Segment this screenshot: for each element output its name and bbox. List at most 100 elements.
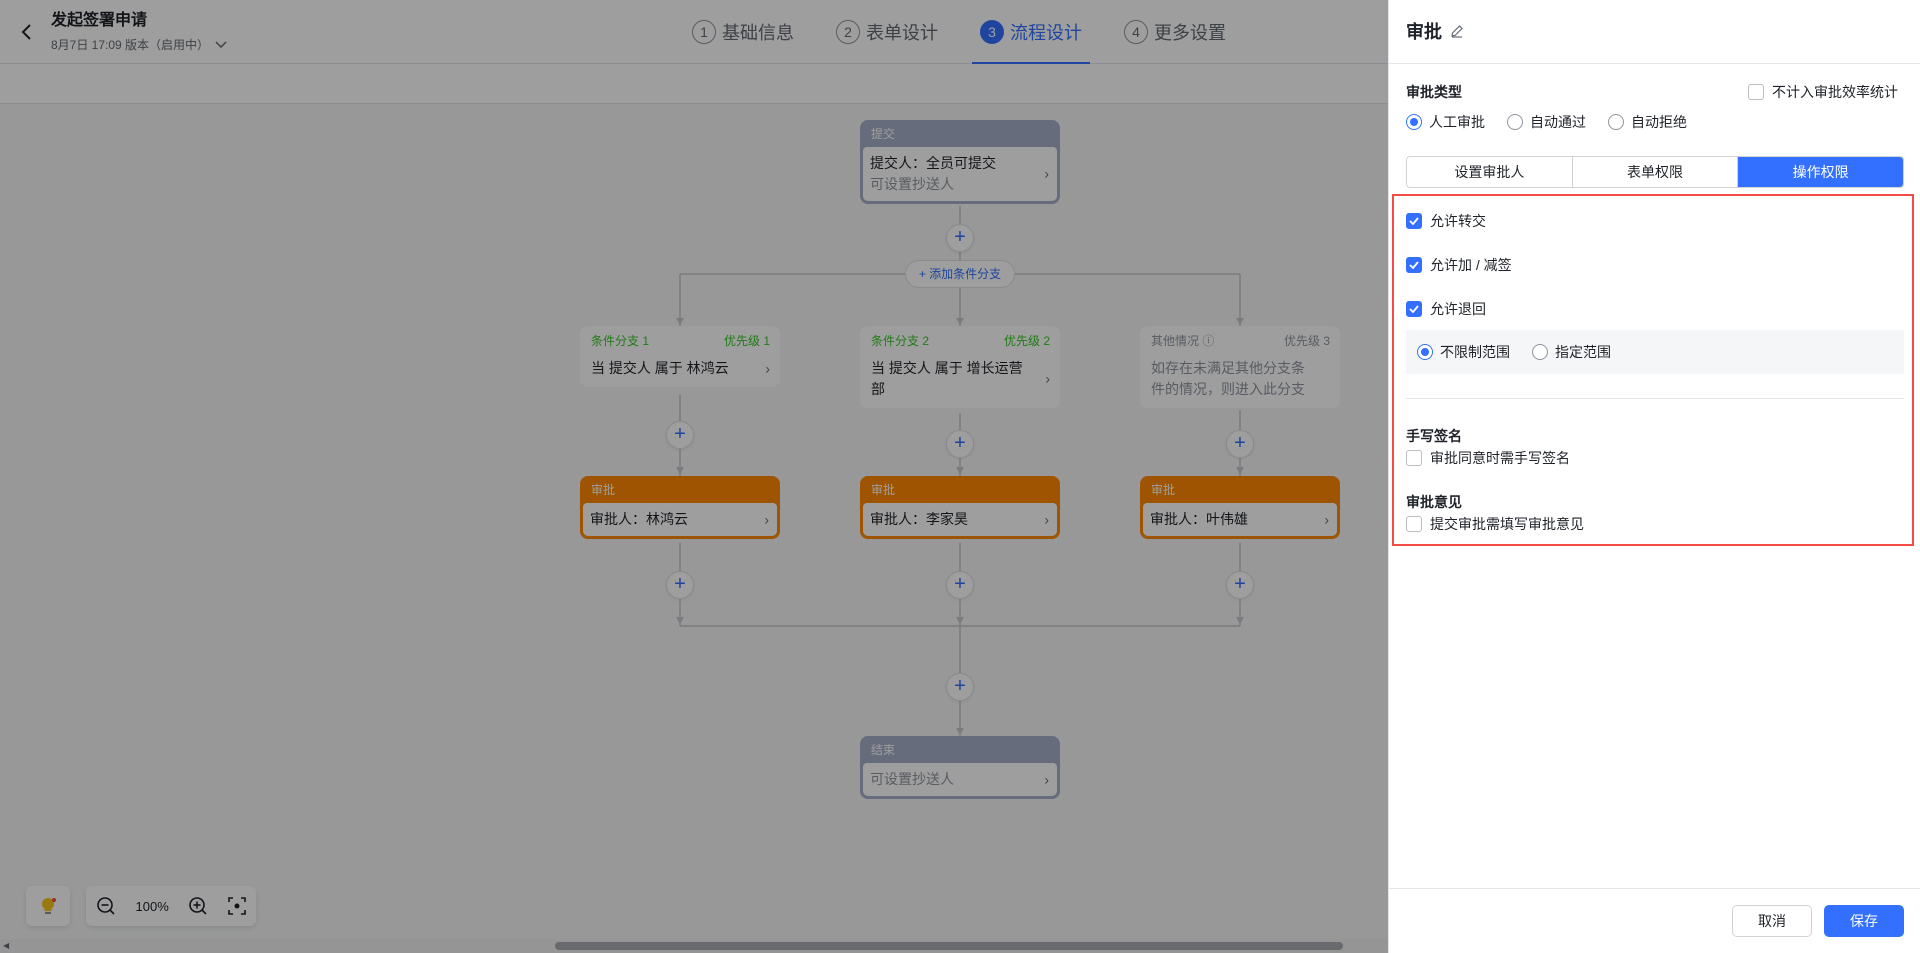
radio-unlimited-range[interactable]: 不限制范围 <box>1417 342 1510 362</box>
add-node-button[interactable]: + <box>946 571 974 599</box>
condition-body: 当 提交人 属于 增长运营部› <box>860 350 1060 408</box>
back-button[interactable] <box>14 18 38 46</box>
radio-button[interactable] <box>1417 344 1433 360</box>
zoom-level: 100% <box>135 898 169 914</box>
allow-add-sign-label: 允许加 / 减签 <box>1430 257 1512 273</box>
branch-name: 其他情况 ⓘ <box>1151 332 1214 350</box>
radio-specified-range[interactable]: 指定范围 <box>1532 342 1611 362</box>
chevron-right-icon: › <box>1044 771 1049 787</box>
end-node[interactable]: 结束 可设置抄送人 › <box>860 736 1060 799</box>
approval-header: 审批 <box>591 483 616 497</box>
allow-return-checkbox[interactable]: 允许退回 <box>1406 299 1486 319</box>
allow-return-label: 允许退回 <box>1430 301 1486 317</box>
approval-type-label: 审批类型 <box>1406 84 1462 100</box>
zoom-controls: 100% <box>86 886 256 926</box>
scroll-left-arrow-icon[interactable]: ◀ <box>3 941 10 950</box>
exclude-stats-checkbox[interactable]: 不计入审批效率统计 <box>1748 82 1898 102</box>
fit-screen-icon <box>228 897 246 915</box>
step-label: 基础信息 <box>722 23 794 43</box>
fit-screen-button[interactable] <box>228 897 246 915</box>
exclude-stats-label: 不计入审批效率统计 <box>1772 84 1898 100</box>
branch-name-text: 其他情况 <box>1151 334 1200 348</box>
chevron-down-icon <box>215 40 227 48</box>
radio-auto-reject[interactable]: 自动拒绝 <box>1608 112 1687 132</box>
approval-node-3[interactable]: 审批 审批人：叶伟雄› <box>1140 476 1340 539</box>
end-node-header: 结束 <box>871 743 896 757</box>
approval-node-2[interactable]: 审批 审批人：李家昊› <box>860 476 1060 539</box>
horizontal-scrollbar[interactable]: ◀ <box>0 939 1388 953</box>
radio-auto-pass[interactable]: 自动通过 <box>1507 112 1586 132</box>
chevron-right-icon: › <box>764 511 769 527</box>
tips-button[interactable] <box>26 886 70 926</box>
add-node-button[interactable]: + <box>1226 430 1254 458</box>
modal-overlay[interactable] <box>0 0 1388 953</box>
branch-priority: 优先级 3 <box>1283 334 1330 348</box>
condition-text: 当 提交人 属于 林鸿云 <box>591 360 729 376</box>
radio-button[interactable] <box>1532 344 1548 360</box>
radio-button[interactable] <box>1406 114 1422 130</box>
step-number: 4 <box>1124 20 1148 44</box>
add-node-button[interactable]: + <box>946 430 974 458</box>
radio-button[interactable] <box>1608 114 1624 130</box>
add-node-button[interactable]: + <box>666 571 694 599</box>
opinion-checkbox[interactable]: 提交审批需填写审批意见 <box>1406 514 1584 534</box>
tab-set-approver[interactable]: 设置审批人 <box>1407 157 1573 187</box>
zoom-out-button[interactable] <box>96 896 116 916</box>
approval-node-1[interactable]: 审批 审批人：林鸿云› <box>580 476 780 539</box>
check-icon <box>1409 261 1419 269</box>
signature-option-label: 审批同意时需手写签名 <box>1430 450 1570 466</box>
condition-body: 当 提交人 属于 林鸿云› <box>580 350 780 387</box>
allow-add-sign-checkbox[interactable]: 允许加 / 减签 <box>1406 255 1512 275</box>
radio-manual[interactable]: 人工审批 <box>1406 112 1485 132</box>
branch-name: 条件分支 1 <box>591 334 650 348</box>
cancel-button[interactable]: 取消 <box>1732 905 1812 937</box>
checkbox[interactable] <box>1406 450 1422 466</box>
panel-header-divider <box>1389 63 1920 64</box>
cc-hint: 可设置抄送人 <box>870 176 954 192</box>
signature-checkbox[interactable]: 审批同意时需手写签名 <box>1406 448 1570 468</box>
opinion-label: 审批意见 <box>1406 494 1462 510</box>
allow-transfer-label: 允许转交 <box>1430 213 1486 229</box>
panel-title: 审批 <box>1406 18 1464 44</box>
checkbox-checked[interactable] <box>1406 257 1422 273</box>
add-condition-branch-button[interactable]: + 添加条件分支 <box>905 260 1015 288</box>
add-node-button[interactable]: + <box>946 224 974 252</box>
end-node-body: 可设置抄送人 › <box>863 763 1057 796</box>
tab-form-permissions[interactable]: 表单权限 <box>1573 157 1739 187</box>
zoom-in-button[interactable] <box>188 896 208 916</box>
chevron-right-icon: › <box>1324 511 1329 527</box>
chevron-right-icon: › <box>1044 511 1049 527</box>
add-node-button[interactable]: + <box>666 421 694 449</box>
cc-hint: 可设置抄送人 <box>870 771 954 787</box>
add-node-button[interactable]: + <box>946 673 974 701</box>
checkbox-checked[interactable] <box>1406 213 1422 229</box>
start-node[interactable]: 提交 提交人：全员可提交 可设置抄送人 › <box>860 120 1060 204</box>
tab-operation-permissions[interactable]: 操作权限 <box>1738 157 1903 187</box>
checkbox[interactable] <box>1748 84 1764 100</box>
approval-body: 审批人：叶伟雄› <box>1143 503 1337 536</box>
radio-label: 自动通过 <box>1530 114 1586 130</box>
scrollbar-thumb[interactable] <box>555 942 1343 950</box>
step-number: 3 <box>980 20 1004 44</box>
checkbox-checked[interactable] <box>1406 301 1422 317</box>
add-node-button[interactable]: + <box>1226 571 1254 599</box>
save-button[interactable]: 保存 <box>1824 905 1904 937</box>
zoom-out-icon <box>97 897 115 915</box>
checkbox[interactable] <box>1406 516 1422 532</box>
allow-transfer-checkbox[interactable]: 允许转交 <box>1406 211 1486 231</box>
radio-button[interactable] <box>1507 114 1523 130</box>
approval-header: 审批 <box>1151 483 1176 497</box>
check-icon <box>1409 217 1419 225</box>
edit-pencil-icon[interactable] <box>1450 24 1464 38</box>
chevron-left-icon <box>21 24 31 40</box>
version-selector[interactable]: 8月7日 17:09 版本（启用中） <box>51 36 227 53</box>
